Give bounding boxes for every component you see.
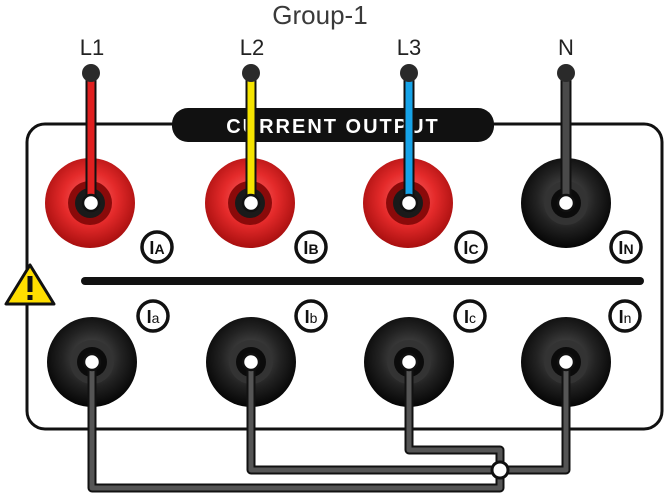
svg-text:L1: L1 (80, 35, 104, 60)
source-node-l1 (82, 64, 100, 82)
svg-text:IN: IN (618, 238, 633, 258)
phase-label-l1: L1 (80, 35, 104, 60)
svg-text:N: N (558, 35, 574, 60)
svg-text:Ic: Ic (464, 307, 476, 327)
plug-tip-ib-lower (241, 352, 261, 372)
svg-text:L2: L2 (240, 35, 264, 60)
phase-label-l2: L2 (240, 35, 264, 60)
badge-ia: IA (140, 230, 174, 264)
svg-text:IC: IC (463, 238, 478, 258)
svg-text:IB: IB (303, 238, 318, 258)
svg-text:In: In (619, 307, 632, 327)
badge-ic-lower: Ic (453, 299, 487, 333)
plug-tip-in (556, 193, 576, 213)
plug-tip-ia-lower (82, 352, 102, 372)
source-node-l3 (400, 64, 418, 82)
return-junction-node (490, 460, 510, 480)
source-node-n (557, 64, 575, 82)
phase-label-n: N (558, 35, 574, 60)
svg-text:IA: IA (149, 238, 164, 258)
plug-tip-ib (241, 193, 261, 213)
plug-tip-in-lower (556, 352, 576, 372)
return-wiring (87, 362, 571, 493)
svg-text:Ib: Ib (305, 307, 318, 327)
badge-ib: IB (294, 230, 328, 264)
plug-tip-ic (399, 193, 419, 213)
source-node-l2 (242, 64, 260, 82)
badge-ia-lower: Ia (136, 299, 170, 333)
diagram-title: Group-1 (272, 0, 367, 30)
badge-in: IN (609, 230, 643, 264)
panel-label: CURRENT OUTPUT (226, 116, 440, 138)
badge-ib-lower: Ib (294, 299, 328, 333)
badge-in-lower: In (608, 299, 642, 333)
plug-tip-ia (81, 193, 101, 213)
warning-triangle-icon (4, 263, 56, 306)
svg-text:L3: L3 (397, 35, 421, 60)
svg-text:Ia: Ia (147, 307, 160, 327)
badge-ic: IC (454, 230, 488, 264)
phase-label-l3: L3 (397, 35, 421, 60)
plug-tip-ic-lower (399, 352, 419, 372)
